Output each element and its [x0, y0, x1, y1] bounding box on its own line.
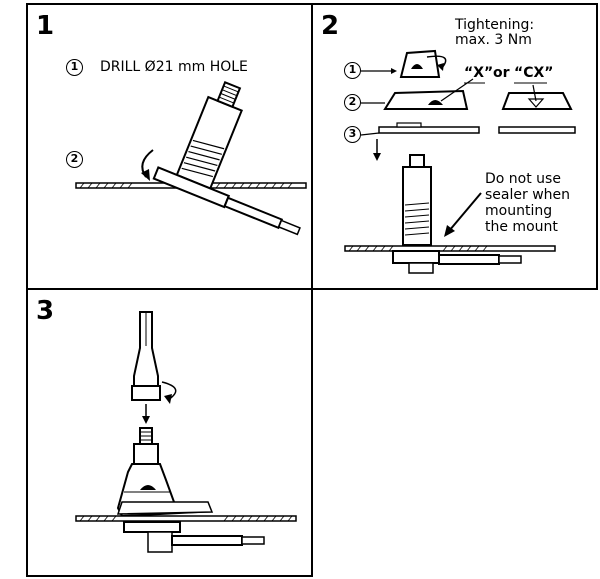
variant-cx-label: “CX” — [514, 65, 554, 81]
variant-x-label: “X” — [464, 65, 494, 81]
part-marker: 3 — [344, 126, 361, 143]
part-marker: 2 — [344, 94, 361, 111]
step-number: 1 — [36, 11, 55, 41]
cable — [438, 254, 500, 265]
step-number: 3 — [36, 296, 55, 326]
tightening-label: Tightening: — [455, 17, 535, 33]
warning-line: sealer when — [485, 187, 571, 203]
cap-nut — [399, 49, 441, 78]
whip-install-illustration — [75, 311, 297, 553]
cap-nut — [133, 443, 159, 465]
step-number: 2 — [321, 11, 340, 41]
variant-or-label: or — [493, 65, 510, 81]
warning-line: Do not use — [485, 171, 561, 187]
roof-plate — [75, 515, 297, 522]
mount-base — [392, 250, 440, 264]
cable — [171, 535, 243, 546]
mount-body — [402, 166, 432, 246]
step-1-panel: 1 1 DRILL Ø21 mm HOLE 2 — [26, 3, 313, 290]
tightening-torque: max. 3 Nm — [455, 32, 532, 48]
step-2-panel: 2 Tightening: max. 3 Nm 1 2 3 “X” or “CX… — [311, 3, 598, 290]
gasket — [378, 126, 480, 134]
cable — [223, 196, 284, 230]
mount-base — [123, 521, 181, 533]
callout-marker: 2 — [66, 151, 83, 168]
warning-line: mounting — [485, 203, 553, 219]
thread-stud — [216, 80, 242, 109]
mount-body — [175, 95, 243, 190]
part-marker: 1 — [344, 62, 361, 79]
whip-ferrule — [131, 385, 161, 401]
callout-marker: 1 — [66, 59, 83, 76]
warning-line: the mount — [485, 219, 558, 235]
cover — [383, 89, 469, 110]
drill-instruction: DRILL Ø21 mm HOLE — [100, 59, 248, 75]
assembly-illustration — [344, 49, 576, 274]
roof-plate — [344, 245, 556, 252]
step-3-panel: 3 — [26, 288, 313, 577]
drill-illustration — [75, 80, 307, 236]
thread-stud — [409, 154, 425, 168]
